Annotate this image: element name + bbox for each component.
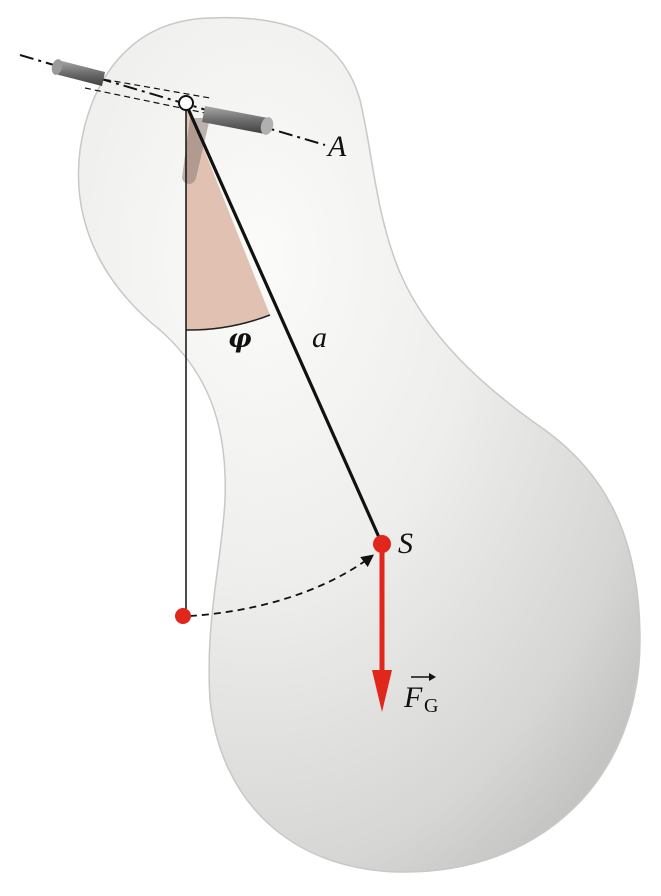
- swing-arc: [189, 554, 375, 617]
- force-label: F G: [403, 673, 438, 717]
- axle-right: [202, 106, 274, 135]
- pivot-point: [178, 95, 194, 111]
- angle-arc: [185, 314, 271, 331]
- center-of-mass-point: [373, 535, 391, 553]
- gravity-force-arrow: [372, 548, 392, 712]
- pendulum-body: [77, 16, 641, 873]
- center-of-mass-label: S: [398, 527, 413, 560]
- angle-label: φ: [228, 324, 252, 354]
- axle-left: [51, 59, 105, 86]
- rest-position-point: [175, 608, 191, 624]
- angle-sector: [186, 104, 270, 331]
- axle-hole-dashed-upper: [84, 75, 211, 99]
- axle-hole-dashed-lower: [84, 87, 211, 115]
- distance-line-a: [184, 103, 384, 545]
- force-label-main: F: [403, 681, 423, 714]
- axle-shadow: [182, 118, 210, 184]
- force-label-sub: G: [424, 695, 438, 717]
- axis-label: A: [326, 130, 347, 163]
- distance-label: a: [312, 321, 327, 354]
